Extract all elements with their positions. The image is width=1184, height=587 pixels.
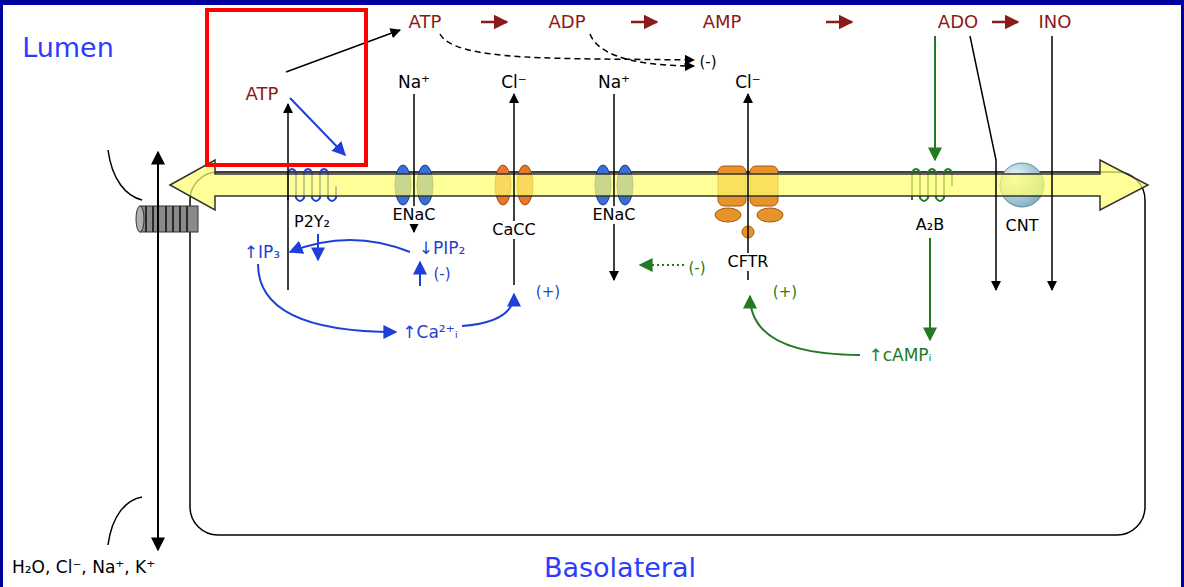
paracellular-arrow bbox=[157, 152, 159, 550]
pathway-arrow bbox=[992, 21, 1018, 24]
stripe bbox=[145, 206, 147, 232]
transport-arrow bbox=[970, 36, 996, 290]
messenger-label: ↑IP₃ bbox=[242, 243, 282, 262]
protein-label: P2Y₂ bbox=[292, 213, 332, 231]
signal-arrow bbox=[750, 296, 860, 355]
pathway-arrow bbox=[826, 21, 852, 24]
membrane-arrow bbox=[170, 160, 1148, 210]
signal-arrow bbox=[290, 240, 410, 252]
highlight-box: ATP bbox=[205, 8, 368, 167]
stripe bbox=[186, 206, 188, 232]
protein-label: ENaC bbox=[390, 206, 437, 224]
signal-arrow bbox=[462, 294, 514, 326]
ion-label: Cl⁻ bbox=[733, 73, 763, 92]
protein-label: CaCC bbox=[490, 221, 537, 239]
stripe bbox=[179, 206, 181, 232]
inhibition-arrow bbox=[590, 34, 694, 66]
messenger-label: ↓PIP₂ bbox=[417, 239, 468, 258]
tight-junction-stripes bbox=[146, 206, 187, 232]
stripe bbox=[172, 206, 174, 232]
tight-junction-end bbox=[136, 206, 144, 232]
ion-flux-arrow bbox=[747, 94, 749, 280]
signal-arrow bbox=[317, 234, 319, 260]
node-text: ATP bbox=[246, 84, 279, 105]
effect-sign: (-) bbox=[431, 266, 452, 283]
panel bbox=[3, 5, 1181, 587]
protein-label: ENaC bbox=[590, 206, 637, 224]
metabolite-label: ADP bbox=[546, 12, 587, 32]
release-arrow bbox=[286, 30, 400, 72]
stripe bbox=[165, 206, 167, 232]
metabolite-label: AMP bbox=[701, 12, 744, 32]
inhibition-arrow bbox=[640, 264, 684, 266]
ion-flux-arrow bbox=[513, 94, 515, 285]
protein-label: CFTR bbox=[726, 253, 771, 271]
ion-flux-arrow bbox=[287, 104, 289, 290]
effect-sign: (-) bbox=[686, 260, 707, 277]
metabolite-label: ADO bbox=[936, 12, 980, 32]
tight-junction bbox=[140, 206, 198, 232]
pathway-arrow bbox=[481, 21, 507, 24]
transport-arrow bbox=[1051, 36, 1053, 290]
cell-outline bbox=[190, 172, 1145, 535]
cftr-domain bbox=[715, 208, 741, 222]
metabolite-label: INO bbox=[1037, 12, 1074, 32]
ion-list: H₂O, Cl⁻, Na⁺, K⁺ bbox=[10, 558, 157, 577]
ion-label: Na⁺ bbox=[396, 73, 432, 92]
protein-label: CNT bbox=[1004, 217, 1041, 235]
signal-arrow bbox=[258, 264, 396, 332]
ion-flux-arrow bbox=[613, 94, 615, 280]
neighbour-cell bbox=[108, 150, 142, 200]
signal-arrow bbox=[934, 36, 936, 160]
effect-sign: (+) bbox=[534, 284, 562, 301]
pathway-arrow bbox=[631, 21, 657, 24]
metabolite-label: ATP bbox=[407, 12, 444, 32]
stripe bbox=[152, 206, 154, 232]
cftr-domain bbox=[757, 208, 783, 222]
region-label: Basolateral bbox=[542, 553, 698, 583]
binding-arrow bbox=[290, 98, 345, 155]
inhibition-arrow bbox=[440, 34, 694, 60]
effect-sign: (-) bbox=[697, 54, 718, 71]
messenger-label: ↑cAMPᵢ bbox=[866, 346, 933, 365]
protein-label: A₂B bbox=[914, 216, 946, 234]
messenger-label: ↑Ca²⁺ᵢ bbox=[400, 323, 459, 342]
neighbour-cell bbox=[108, 497, 142, 545]
signal-arrow bbox=[929, 238, 931, 340]
signal-arrow bbox=[419, 262, 421, 286]
ion-label: Cl⁻ bbox=[499, 73, 529, 92]
region-label: Lumen bbox=[20, 33, 116, 63]
ion-label: Na⁺ bbox=[596, 73, 632, 92]
effect-sign: (+) bbox=[771, 284, 799, 301]
